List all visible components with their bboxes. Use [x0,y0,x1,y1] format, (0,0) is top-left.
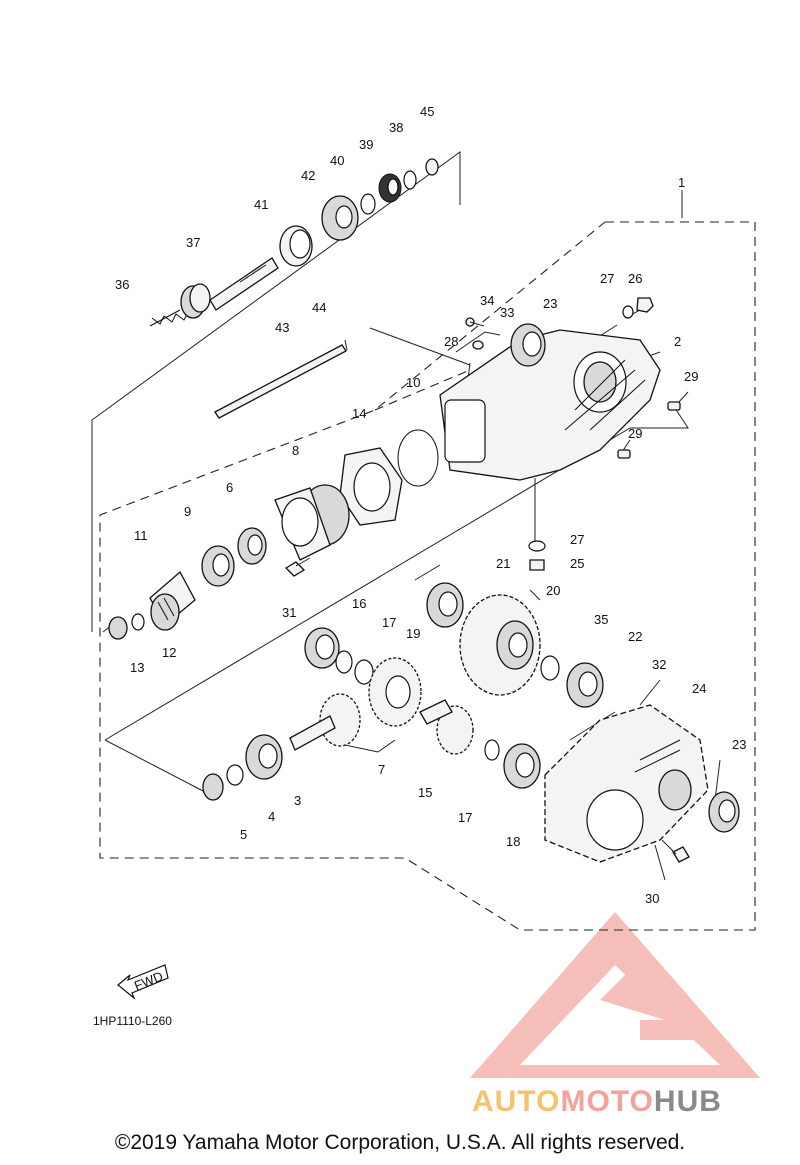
bearing-part-21 [426,582,464,628]
bearing-part-22 [566,662,604,708]
part-callout-27: 27 [570,532,584,547]
watermark-brand: AUTOMOTOHUB [472,1085,722,1119]
bearing-part-18 [503,743,541,789]
shim-part-17-left [335,650,353,674]
case-part-2 [439,329,661,481]
part-callout-45: 45 [420,104,434,119]
shim-part-17-right [484,739,500,761]
part-callout-23: 23 [543,296,557,311]
watermark-brand-hub: HUB [653,1085,722,1118]
part-callout-18: 18 [506,834,520,849]
part-callout-42: 42 [301,168,315,183]
part-callout-26: 26 [628,271,642,286]
part-callout-34: 34 [480,293,494,308]
diagram-code: 1HP1110-L260 [93,1014,172,1028]
part-callout-36: 36 [115,277,129,292]
small-parts-top [465,297,681,571]
fwd-label: FWD [132,968,165,993]
nut-part-13 [108,616,128,640]
shim-part-19 [354,659,374,685]
housing-part-42 [321,195,359,241]
part-callout-20: 20 [546,583,560,598]
part-callout-41: 41 [254,197,268,212]
bolt-part-30 [661,839,690,863]
part-callout-19: 19 [406,626,420,641]
watermark-brand-moto: MOTO [560,1085,654,1118]
copyright-text: ©2019 Yamaha Motor Corporation, U.S.A. A… [114,1131,686,1154]
part-callouts: 1234567891011121314151617171819202122232… [115,104,746,906]
pin-part-44 [344,339,348,351]
part-callout-9: 9 [184,504,191,519]
part-callout-28: 28 [444,334,458,349]
part-callout-12: 12 [162,645,176,660]
part-callout-43: 43 [275,320,289,335]
part-callout-22: 22 [628,629,642,644]
part-callout-29: 29 [684,369,698,384]
watermark-brand-auto: AUTO [472,1085,561,1118]
assembly-boundary [99,221,756,931]
part-callout-38: 38 [389,120,403,135]
part-callout-40: 40 [330,153,344,168]
ring-gear-part-7 [289,657,422,751]
oring-part-10 [397,429,439,487]
part-callout-3: 3 [294,793,301,808]
part-callout-8: 8 [292,443,299,458]
part-callout-14: 14 [352,406,366,421]
part-callout-6: 6 [226,480,233,495]
part-callout-2: 2 [674,334,681,349]
ring-part-35 [540,655,560,681]
bearing-part-6 [237,527,267,565]
part-callout-39: 39 [359,137,373,152]
seal-part-23-top [510,323,546,367]
watermark-logo [470,912,760,1078]
part-callout-21: 21 [496,556,510,571]
part-callout-27: 27 [600,271,614,286]
gasket-part-14 [339,447,403,526]
part-callout-29: 29 [628,426,642,441]
needle-bearing-part-39 [378,173,402,203]
part-callout-16: 16 [352,596,366,611]
part-callout-15: 15 [418,785,432,800]
part-callout-17: 17 [382,615,396,630]
housing-part-8 [274,484,350,561]
part-callout-13: 13 [130,660,144,675]
part-callout-25: 25 [570,556,584,571]
cover-part-24 [544,704,709,863]
pinion-gear-part-15 [419,699,474,755]
fwd-arrow-icon: FWD [117,964,169,1000]
seal-part-5 [202,773,224,801]
gear-shaft-part-37 [180,257,279,319]
bearing-part-16 [304,627,340,669]
part-callout-7: 7 [378,762,385,777]
shim-part-4 [226,764,244,786]
bearing-part-41 [279,225,313,267]
part-callout-33: 33 [500,305,514,320]
part-callout-4: 4 [268,809,275,824]
part-callout-11: 11 [134,528,148,543]
bearing-part-3 [245,734,283,780]
ring-part-38 [403,170,417,190]
part-callout-10: 10 [406,375,420,390]
part-callout-35: 35 [594,612,608,627]
part-callout-24: 24 [692,681,706,696]
gear-part-20 [459,594,541,696]
coupling-part-11 [149,570,196,631]
ring-part-40 [360,193,376,215]
part-callout-1: 1 [678,175,685,190]
rod-part-43 [214,344,347,419]
bolt-part-31 [284,557,311,577]
part-callout-30: 30 [645,891,659,906]
washer-part-12 [131,613,145,631]
part-callout-23: 23 [732,737,746,752]
part-callout-44: 44 [312,300,326,315]
part-callout-5: 5 [240,827,247,842]
cap-part-45 [425,158,439,176]
part-callout-17: 17 [458,810,472,825]
part-callout-32: 32 [652,657,666,672]
seal-part-23-bottom [708,791,740,833]
bearing-part-9 [201,545,235,587]
part-callout-37: 37 [186,235,200,250]
part-callout-31: 31 [282,605,296,620]
